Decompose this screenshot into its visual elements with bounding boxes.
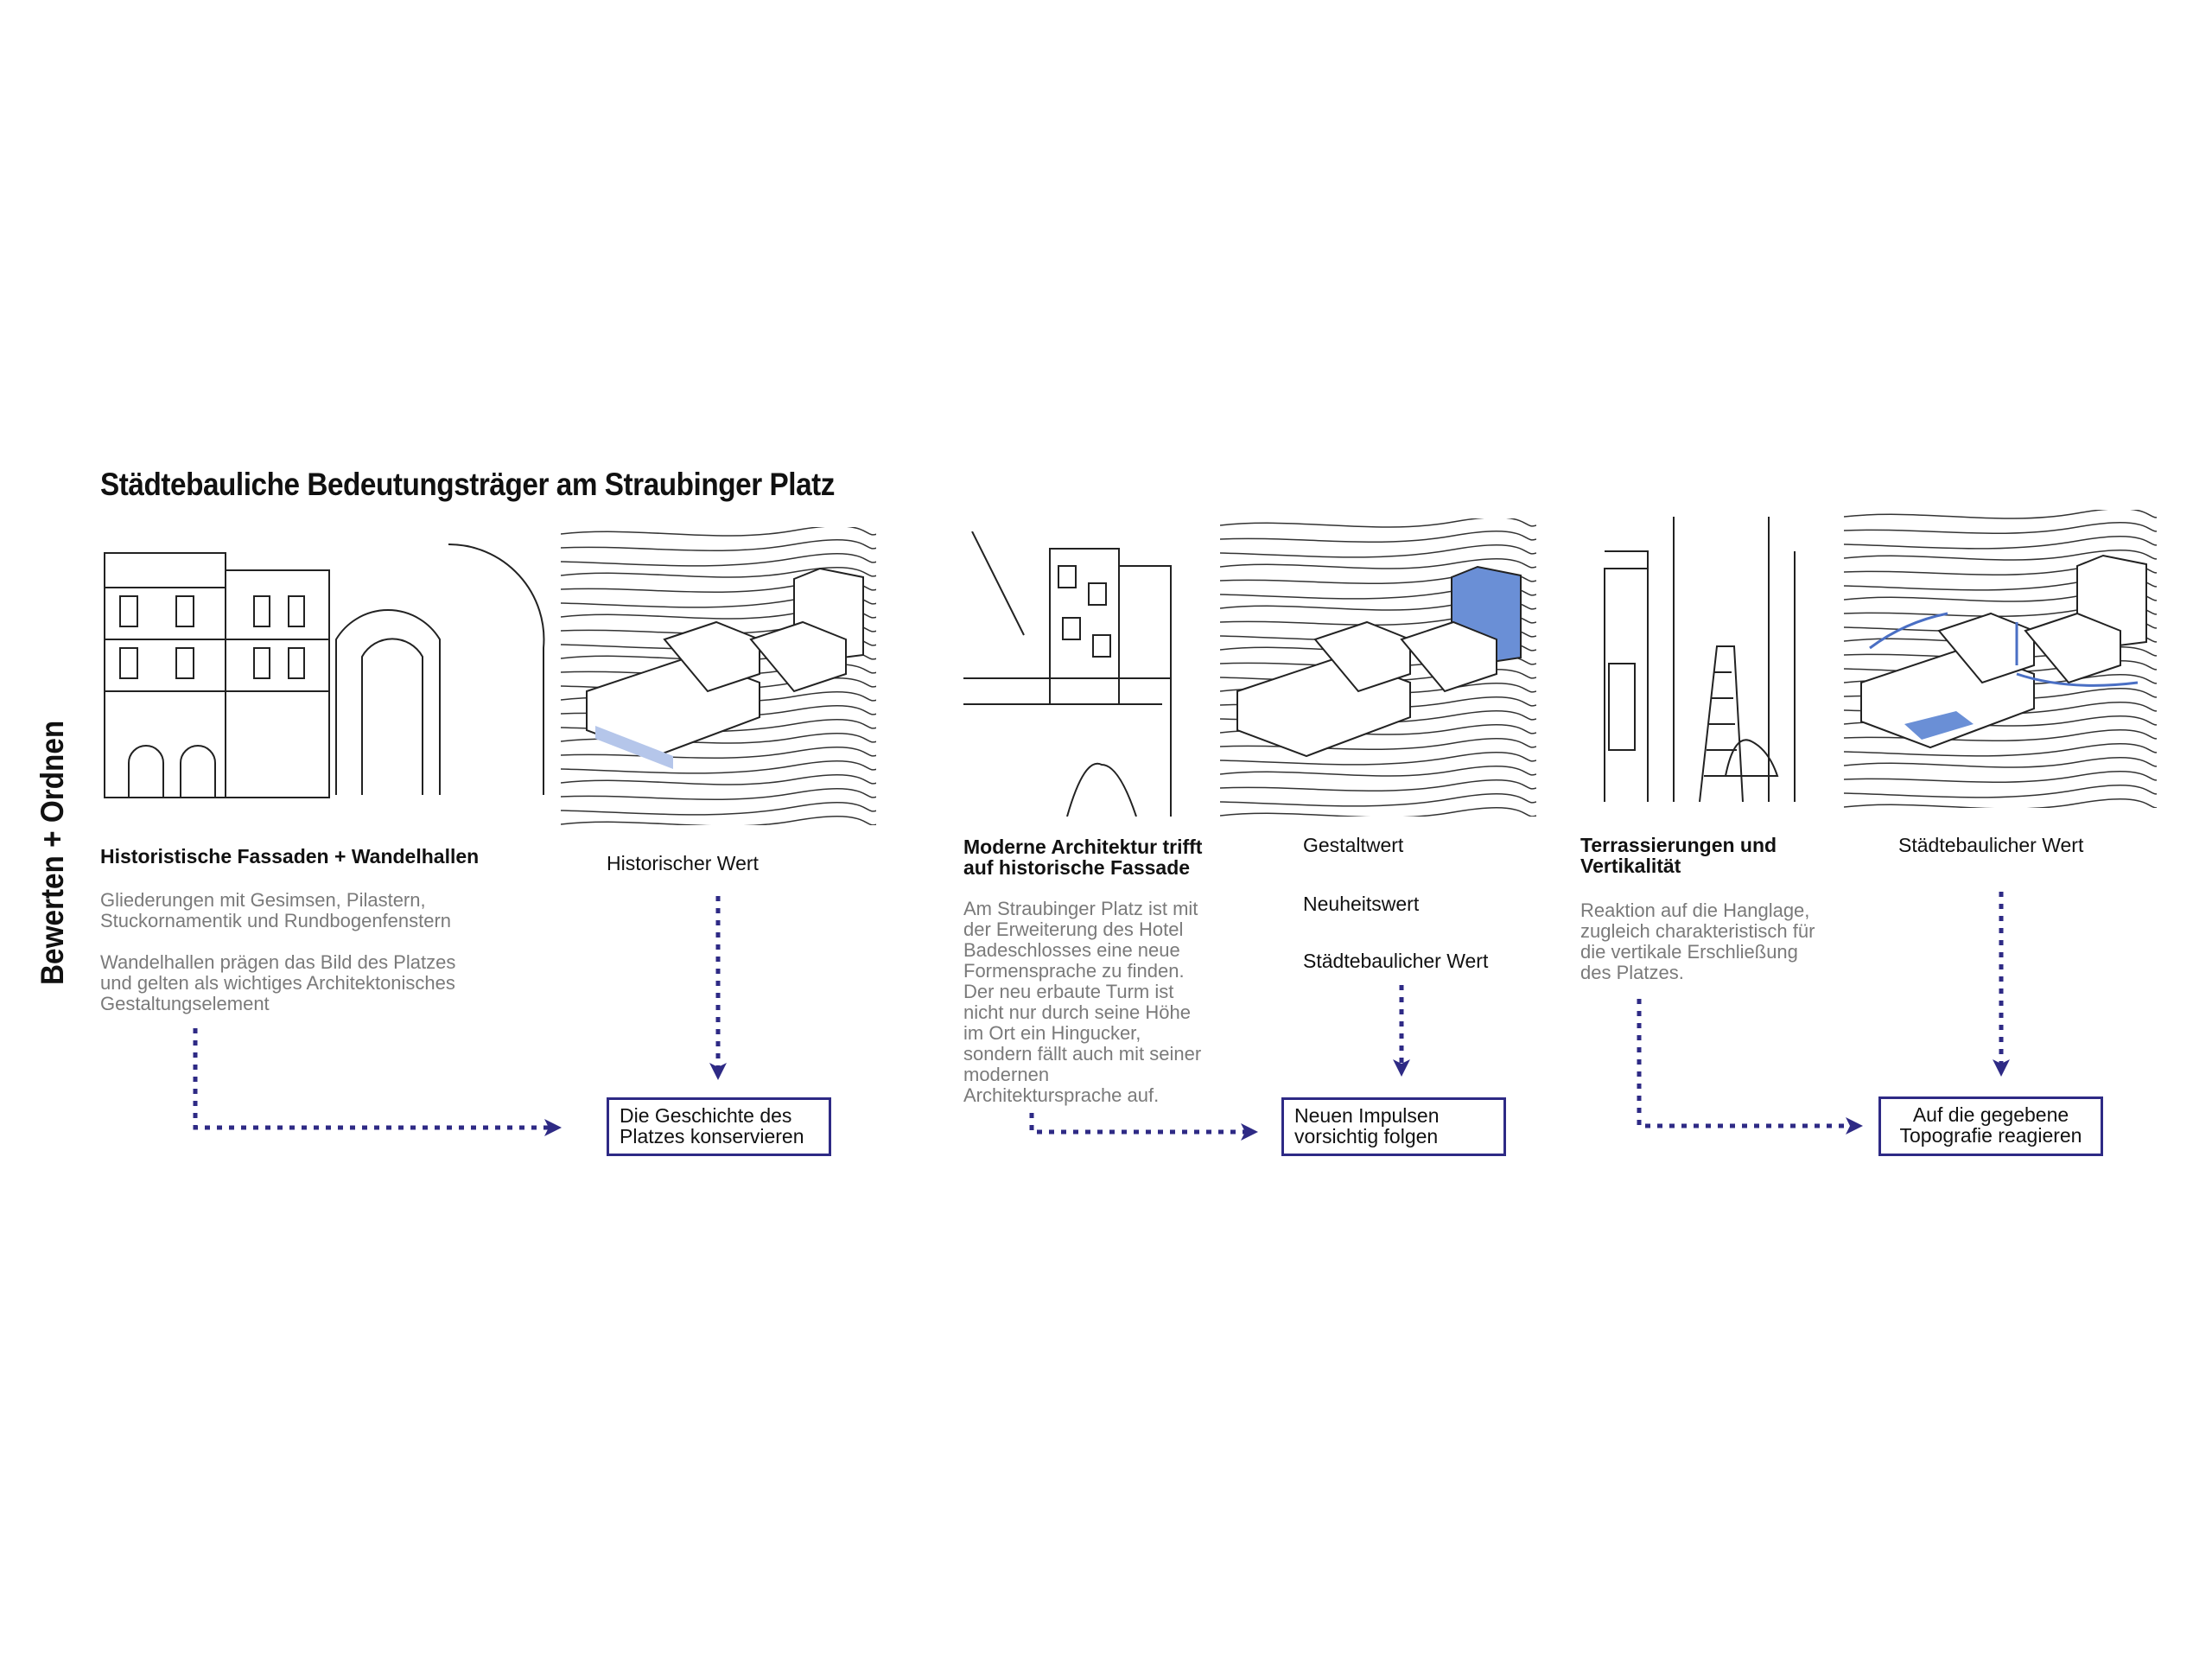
- contour-line: [561, 580, 876, 594]
- contour-line: [1220, 765, 1536, 777]
- contour-line: [1844, 510, 2157, 519]
- contour-line: [1844, 576, 2157, 591]
- contour-line: [1844, 521, 2157, 535]
- contour-line: [561, 815, 876, 825]
- contour-line: [561, 773, 876, 785]
- contour-line: [1844, 784, 2157, 798]
- contour-line: [561, 787, 876, 801]
- contour-line: [1220, 806, 1536, 817]
- site-model-historic: [561, 527, 876, 825]
- contour-line: [1220, 543, 1536, 558]
- contour-line: [1220, 557, 1536, 569]
- contour-line: [1844, 549, 2157, 561]
- contour-line: [561, 552, 876, 567]
- contour-line: [1220, 613, 1536, 626]
- section-3-body: Reaktion auf die Hanglage,zugleich chara…: [1580, 899, 1815, 983]
- value-staedtebaulicher-wert: Städtebaulicher Wert: [1303, 950, 1489, 972]
- contour-line: [1220, 779, 1536, 792]
- contour-line: [1220, 530, 1536, 543]
- facade-sketch: [103, 536, 550, 799]
- contour-line: [561, 760, 876, 774]
- value-gestaltwert: Gestaltwert: [1303, 834, 1404, 856]
- contour-line: [1844, 798, 2157, 808]
- contour-line: [1220, 585, 1536, 600]
- site-model-tower: [1220, 518, 1536, 817]
- contour-line: [561, 566, 876, 578]
- contour-line: [1844, 756, 2157, 768]
- section-1-body: Gliederungen mit Gesimsen, Pilastern,Stu…: [100, 889, 456, 1014]
- contour-line: [1844, 590, 2157, 602]
- contour-line: [1844, 742, 2157, 757]
- contour-line: [561, 801, 876, 816]
- arrow-section-2-body: [1029, 1113, 1258, 1141]
- contour-line: [561, 621, 876, 635]
- site-model-topography: [1844, 510, 2157, 808]
- contour-line: [1220, 518, 1536, 528]
- value-historischer-wert: Historischer Wert: [607, 852, 759, 874]
- contour-line: [1844, 770, 2157, 784]
- contour-line: [1220, 571, 1536, 585]
- page-title: Städtebauliche Bedeutungsträger am Strau…: [100, 467, 835, 502]
- contour-line: [1844, 535, 2157, 550]
- value-staedtebaulicher-wert-3: Städtebaulicher Wert: [1898, 834, 2084, 856]
- section-1-heading: Historistische Fassaden + Wandelhallen: [100, 845, 480, 868]
- contour-line: [561, 607, 876, 620]
- contour-line: [1844, 563, 2157, 576]
- contour-line: [561, 663, 876, 677]
- value-neuheitswert: Neuheitswert: [1303, 893, 1420, 915]
- modern-tower-sketch: [963, 531, 1182, 817]
- arrow-section-1-body: [193, 1028, 562, 1136]
- contour-line: [1220, 751, 1536, 766]
- contour-line: [1844, 604, 2157, 618]
- stair-alley-sketch: [1596, 517, 1830, 802]
- contour-line: [1220, 599, 1536, 611]
- contour-line: [561, 538, 876, 552]
- contour-line: [561, 746, 876, 760]
- contour-line: [561, 594, 876, 608]
- arrow-section-3-body: [1637, 999, 1863, 1135]
- contour-line: [561, 527, 876, 537]
- contour-line: [1220, 792, 1536, 807]
